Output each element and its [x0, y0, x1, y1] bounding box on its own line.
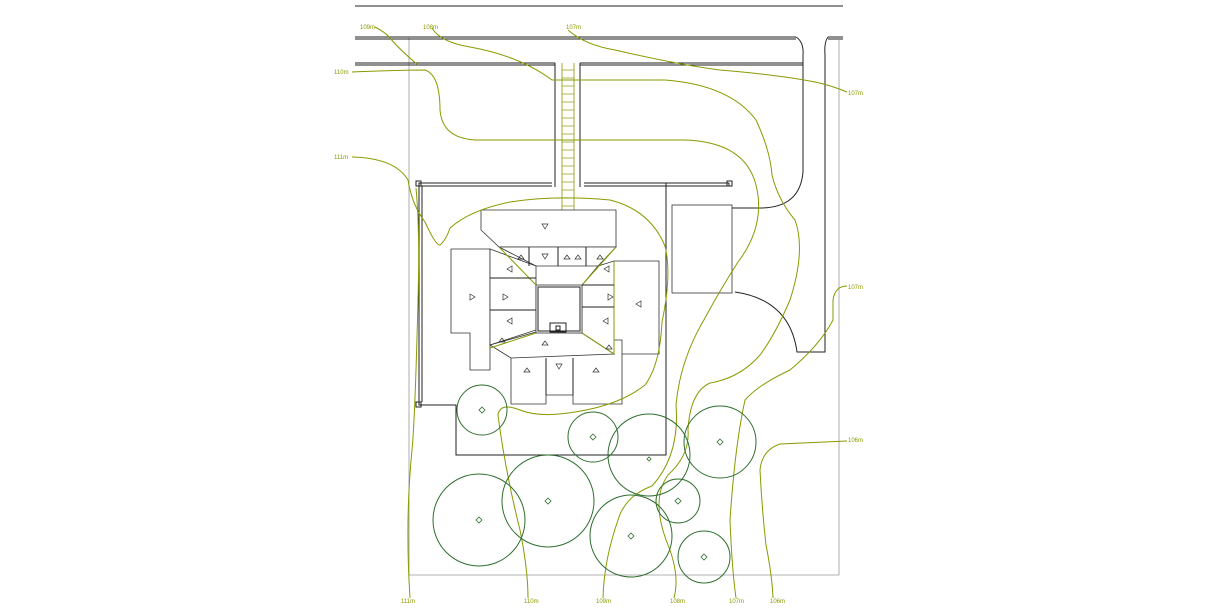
- slope-arrow-icon: [602, 317, 609, 325]
- wall-post: [415, 180, 422, 187]
- tree: [567, 411, 619, 463]
- courtyard-wall: [415, 180, 733, 456]
- slope-arrow-icon: [541, 253, 549, 260]
- slope-arrow-icon: [506, 265, 513, 273]
- slope-arrow-icon: [523, 367, 531, 373]
- contour-110: [351, 69, 760, 599]
- chimney: [549, 322, 567, 333]
- roof-ridge: [489, 332, 537, 349]
- contour-label: 107m: [848, 91, 863, 97]
- contour-label: 107m: [566, 25, 581, 31]
- contour-label: 106m: [848, 438, 863, 444]
- contour-107-top: [567, 29, 848, 93]
- slope-arrow-icon: [592, 367, 600, 373]
- tree: [432, 473, 526, 567]
- slope-arrow-icon: [498, 337, 506, 343]
- tree: [501, 454, 595, 548]
- tree: [677, 530, 731, 584]
- slope-arrow-icon: [506, 317, 513, 325]
- contour-label: 109m: [596, 599, 611, 605]
- roof-west: [450, 248, 491, 371]
- slope-arrow-icon: [517, 254, 525, 260]
- roof-ridge: [581, 332, 615, 355]
- tree: [683, 405, 757, 479]
- contour-label: 107m: [848, 285, 863, 291]
- contour-111: [351, 156, 669, 599]
- contour-label: 111m: [334, 155, 348, 161]
- contour-109: [374, 26, 419, 66]
- courtyard-atrium: [535, 284, 583, 334]
- garage: [671, 204, 733, 294]
- contour-106: [759, 440, 848, 599]
- contour-labels: 109m 108m 107m 110m 111m 107m 107m 106m …: [334, 25, 863, 605]
- street: [355, 5, 843, 66]
- roof-ridge: [498, 246, 537, 286]
- driveway: [732, 36, 829, 353]
- wall-post: [415, 401, 422, 408]
- tree: [655, 478, 701, 524]
- slope-arrow-icon: [469, 293, 476, 301]
- slope-arrow-icon: [541, 223, 549, 230]
- contour-108: [431, 27, 800, 599]
- contour-label: 106m: [770, 599, 785, 605]
- trees: [432, 384, 757, 584]
- tree: [589, 494, 673, 578]
- slope-arrow-icon: [541, 340, 549, 346]
- wall: [418, 182, 667, 456]
- driveway-edge: [734, 36, 829, 353]
- contour-label: 111m: [401, 599, 415, 605]
- contour-111-west: [407, 187, 420, 599]
- house: [450, 209, 660, 405]
- paving-pattern: [562, 69, 574, 223]
- roof-ridge: [581, 246, 617, 286]
- roof-north: [480, 209, 617, 248]
- chimney-flue: [555, 325, 561, 331]
- walkway: [554, 63, 581, 230]
- slope-arrow-icon: [502, 293, 509, 301]
- contour-label: 110m: [334, 70, 349, 76]
- contour-107-right: [729, 285, 848, 599]
- tree: [456, 384, 508, 436]
- tree: [607, 413, 691, 497]
- slope-arrow-icon: [574, 254, 582, 260]
- slope-arrow-icon: [563, 254, 571, 260]
- atrium-inner: [537, 286, 581, 332]
- contour-label: 110m: [524, 599, 539, 605]
- slope-arrow-icon: [607, 293, 614, 301]
- wall: [421, 185, 552, 402]
- slope-arrow-icon: [605, 344, 613, 350]
- wall-post: [726, 180, 733, 187]
- contour-label: 108m: [423, 25, 438, 31]
- contour-label: 109m: [360, 25, 375, 31]
- driveway-edge: [732, 36, 804, 209]
- slope-arrow-icon: [555, 363, 563, 370]
- contour-label: 108m: [670, 599, 685, 605]
- slope-arrow-icon: [603, 265, 610, 273]
- contour-lines: [351, 26, 848, 599]
- contour-label: 107m: [729, 599, 744, 605]
- lot-boundary: [408, 38, 840, 576]
- slope-arrow-icon: [596, 254, 604, 260]
- slope-arrow-icon: [635, 300, 642, 308]
